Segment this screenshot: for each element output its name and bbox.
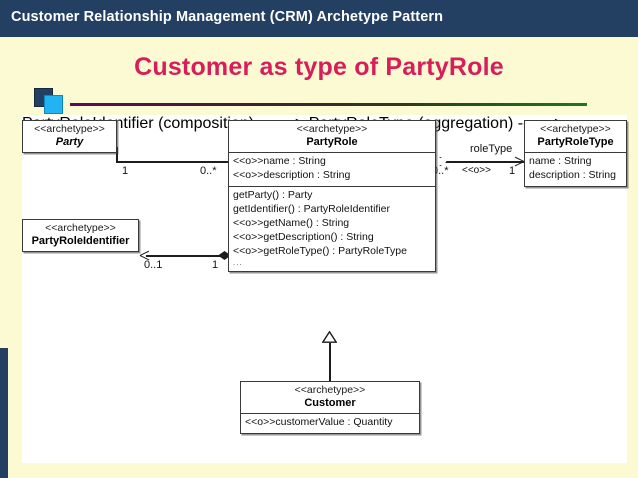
edge-partyrole-to-roletype-line — [444, 161, 524, 163]
edge-label-partyrole-comp-multiplicity: 1 — [212, 259, 219, 271]
uml-class-diagram: 1 0..* PartyRoleIdentifier (composition)… — [22, 115, 627, 463]
class-name: PartyRoleIdentifier — [31, 234, 130, 247]
uml-class-party-role-identifier[interactable]: <<archetype>> PartyRoleIdentifier — [22, 219, 139, 253]
edge-party-to-partyrole-stub-left — [116, 147, 118, 162]
class-header-party-role-identifier: <<archetype>> PartyRoleIdentifier — [23, 220, 138, 251]
class-name: Party — [55, 135, 84, 148]
class-attributes-party-role: <<o>>name : String <<o>>description : St… — [229, 152, 435, 186]
class-name: PartyRoleType — [537, 135, 614, 148]
class-operation: getIdentifier() : PartyRoleIdentifier — [233, 203, 390, 216]
edge-label-partyrole-multiplicity: 0..* — [200, 165, 217, 177]
class-attributes-party-role-type: name : String description : String — [525, 152, 626, 186]
page-title: Customer as type of PartyRole — [134, 53, 504, 81]
decoration-horizontal-rule — [70, 103, 587, 106]
class-name: PartyRole — [306, 135, 358, 148]
edge-party-to-partyrole-line — [116, 161, 229, 163]
class-operation: <<o>>getRoleType() : PartyRoleType — [233, 244, 407, 257]
decoration-square-cyan-icon — [44, 95, 63, 114]
class-header-party: <<archetype>> Party — [23, 121, 116, 152]
uml-class-party[interactable]: <<archetype>> Party — [22, 120, 117, 154]
edge-label-roletype-stereotype: <<o>> — [462, 165, 491, 176]
class-operations-party-role: getParty() : Party getIdentifier() : Par… — [229, 186, 435, 271]
header-title: Customer Relationship Management (CRM) A… — [11, 9, 444, 25]
class-operation: <<o>>getName() : String — [233, 217, 350, 230]
uml-class-customer[interactable]: <<archetype>> Customer <<o>>customerValu… — [240, 381, 420, 435]
class-operation: getParty() : Party — [233, 189, 313, 202]
class-stereotype: <<archetype>> — [294, 384, 366, 396]
edge-customer-to-partyrole-line — [329, 343, 331, 381]
left-accent-bar — [0, 348, 8, 478]
class-operation: <<o>>getDescription() : String — [233, 230, 374, 243]
edge-label-party-multiplicity: 1 — [122, 165, 129, 177]
edge-label-roletype-role: roleType — [470, 143, 513, 155]
arrowhead-to-partyroletype — [515, 156, 524, 167]
class-stereotype: <<archetype>> — [540, 123, 611, 135]
class-header-customer: <<archetype>> Customer — [241, 382, 419, 413]
class-attribute: <<o>>description : String — [233, 169, 351, 182]
class-name: Customer — [304, 396, 356, 409]
class-stereotype: <<archetype>> — [34, 123, 105, 135]
class-stereotype: <<archetype>> — [296, 123, 368, 135]
class-attribute: description : String — [529, 169, 616, 182]
generalization-triangle-partyrole — [322, 331, 337, 343]
class-attribute: <<o>>customerValue : Quantity — [245, 416, 393, 429]
edge-label-identifier-multiplicity: 0..1 — [144, 259, 163, 271]
composition-diamond-partyrole — [218, 251, 231, 260]
header-bar: Customer Relationship Management (CRM) A… — [0, 0, 638, 37]
class-header-party-role: <<archetype>> PartyRole — [229, 121, 435, 152]
edge-partyrole-to-identifier-line — [146, 255, 230, 257]
uml-class-party-role-type[interactable]: <<archetype>> PartyRoleType name : Strin… — [524, 120, 627, 188]
class-operations-ellipsis: ... — [233, 257, 243, 267]
class-header-party-role-type: <<archetype>> PartyRoleType — [525, 121, 626, 152]
class-stereotype: <<archetype>> — [45, 222, 116, 234]
class-attribute: name : String — [529, 155, 592, 168]
class-attributes-customer: <<o>>customerValue : Quantity — [241, 413, 419, 433]
uml-class-party-role[interactable]: <<archetype>> PartyRole <<o>>name : Stri… — [228, 120, 436, 272]
edge-label-roletype-multiplicity: 1 — [509, 165, 516, 177]
edge-label-partyrole-agg-multiplicity: 0..* — [432, 165, 449, 177]
class-attribute: <<o>>name : String — [233, 155, 326, 168]
